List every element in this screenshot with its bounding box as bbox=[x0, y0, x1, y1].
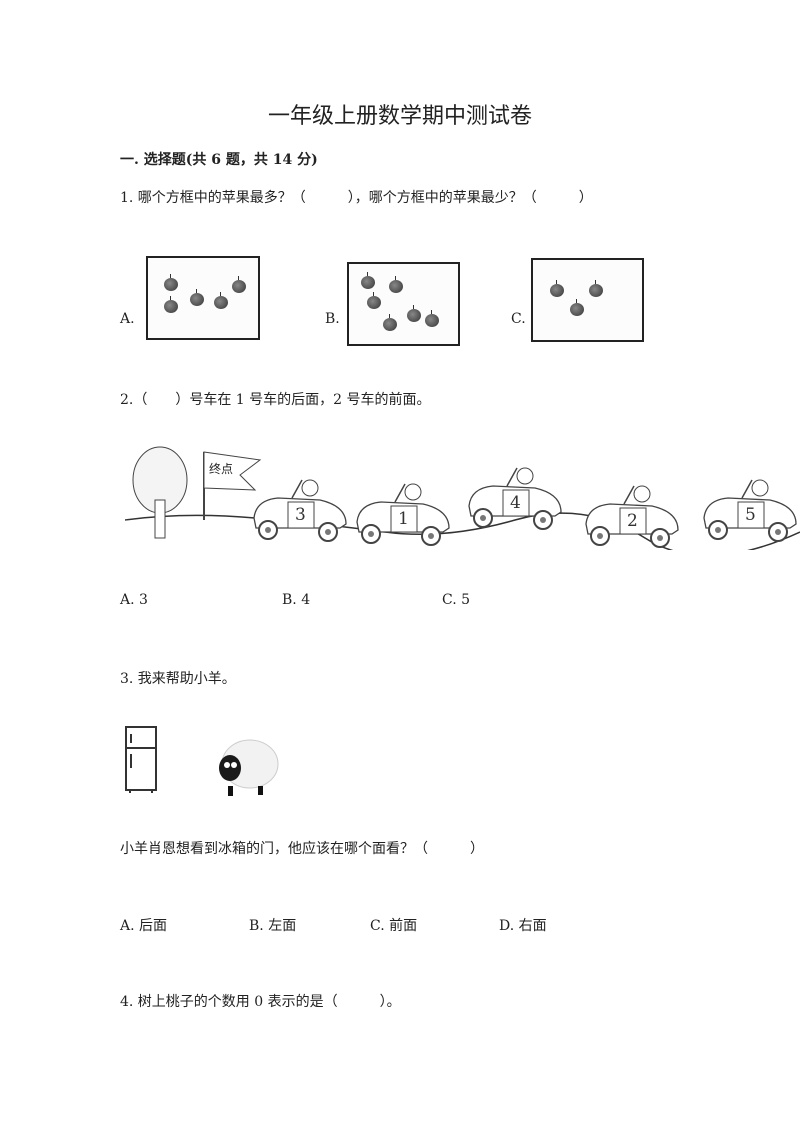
q2-option-b: B. 4 bbox=[282, 592, 311, 608]
race-car: 3 bbox=[250, 478, 350, 544]
question-4-text: 4. 树上桃子的个数用 0 表示的是（ ）。 bbox=[120, 994, 401, 1010]
section-heading: 一. 选择题(共 6 题，共 14 分) bbox=[120, 152, 318, 168]
q3-option-b: B. 左面 bbox=[249, 918, 297, 934]
car-number: 3 bbox=[295, 505, 306, 525]
q1-apple-box-a bbox=[146, 256, 260, 340]
apple-icon bbox=[214, 292, 228, 309]
q2-option-c: C. 5 bbox=[442, 592, 471, 608]
fridge-icon bbox=[124, 726, 158, 793]
finish-flag-label: 终点 bbox=[209, 462, 234, 476]
race-car: 5 bbox=[700, 478, 800, 544]
apple-icon bbox=[407, 305, 421, 322]
q3-question: 小羊肖恩想看到冰箱的门，他应该在哪个面看？（ ） bbox=[120, 841, 484, 857]
q1-option-c-label: C. bbox=[511, 311, 526, 327]
q3-option-a: A. 后面 bbox=[120, 918, 168, 934]
apple-icon bbox=[164, 274, 178, 291]
apple-icon bbox=[232, 276, 246, 293]
q3-option-c: C. 前面 bbox=[370, 918, 418, 934]
apple-icon bbox=[425, 310, 439, 327]
race-car: 4 bbox=[465, 466, 565, 532]
apple-icon bbox=[367, 292, 381, 309]
question-3-text: 3. 我来帮助小羊。 bbox=[120, 671, 236, 687]
apple-icon bbox=[164, 296, 178, 313]
page-title: 一年级上册数学期中测试卷 bbox=[267, 104, 532, 129]
tree-icon bbox=[132, 446, 188, 539]
car-number: 5 bbox=[745, 505, 756, 525]
apple-icon bbox=[361, 272, 375, 289]
q3-option-d: D. 右面 bbox=[499, 918, 547, 934]
race-car: 2 bbox=[582, 484, 682, 550]
sheep-icon bbox=[210, 734, 280, 798]
apple-icon bbox=[383, 314, 397, 331]
q1-apple-box-b bbox=[347, 262, 460, 346]
question-2-text: 2.（ ）号车在 1 号车的后面，2 号车的前面。 bbox=[120, 392, 431, 408]
q1-apple-box-c bbox=[531, 258, 644, 342]
q1-option-a-label: A. bbox=[120, 311, 135, 327]
car-number: 2 bbox=[627, 511, 638, 531]
question-1-text: 1. 哪个方框中的苹果最多？（ ），哪个方框中的苹果最少？（ ） bbox=[120, 190, 593, 206]
car-number: 4 bbox=[510, 493, 521, 513]
apple-icon bbox=[190, 289, 204, 306]
q1-option-b-label: B. bbox=[325, 311, 340, 327]
car-number: 1 bbox=[398, 509, 409, 529]
race-illustration: 终点 bbox=[125, 440, 800, 550]
apple-icon bbox=[389, 276, 403, 293]
race-car: 1 bbox=[353, 482, 453, 548]
apple-icon bbox=[589, 280, 603, 297]
apple-icon bbox=[570, 299, 584, 316]
q2-option-a: A. 3 bbox=[120, 592, 148, 608]
apple-icon bbox=[550, 280, 564, 297]
